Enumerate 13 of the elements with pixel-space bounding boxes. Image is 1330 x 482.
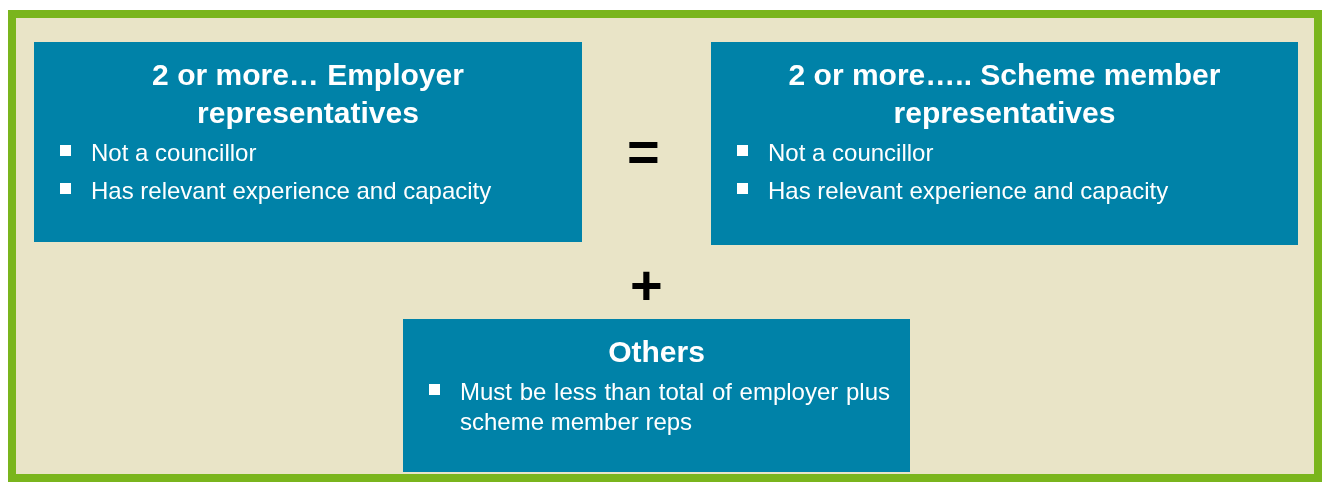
bullet-text: Not a councillor xyxy=(768,138,934,168)
bullet-text: Has relevant experience and capacity xyxy=(91,176,492,206)
info-box xyxy=(403,319,910,472)
bullet-text: Has relevant experience and capacity xyxy=(768,176,1169,206)
info-box xyxy=(711,42,1298,245)
bullet-text: Must be less than total of employer plus scheme member reps xyxy=(460,377,890,437)
info-box xyxy=(34,42,582,242)
box-heading: Others xyxy=(607,334,706,370)
box-heading: 2 or more… Employer representatives xyxy=(151,57,465,131)
box-heading: 2 or more….. Scheme member representatives xyxy=(787,57,1222,131)
operator-symbol: = xyxy=(627,124,660,180)
operator-symbol: + xyxy=(630,257,663,313)
bullet-text: Not a councillor xyxy=(91,138,257,168)
